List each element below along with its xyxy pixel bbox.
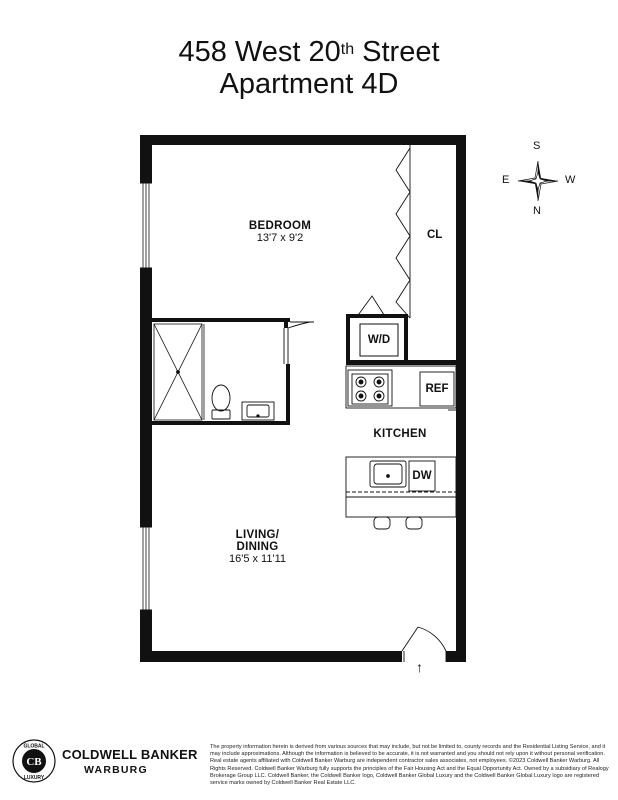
closet-label: CL bbox=[427, 229, 443, 241]
compass-label-top: S bbox=[533, 140, 541, 152]
entry-door bbox=[401, 626, 447, 662]
bedroom-dims: 13'7 x 9'2 bbox=[256, 232, 304, 244]
kitchen-label: KITCHEN bbox=[373, 428, 427, 440]
floor-plan bbox=[140, 135, 559, 662]
bedroom-label: BEDROOM 13'7 x 9'2 bbox=[220, 220, 340, 244]
logo-ring-bottom: LUXURY bbox=[24, 775, 45, 781]
title-street-prefix: 458 West 20 bbox=[178, 36, 341, 68]
living-name-line1: LIVING/ bbox=[235, 529, 280, 541]
window-living bbox=[140, 526, 152, 611]
window-bedroom bbox=[140, 182, 152, 269]
dishwasher-label: DW bbox=[412, 470, 432, 482]
bedroom-name: BEDROOM bbox=[248, 220, 312, 232]
compass-label-bottom: N bbox=[533, 205, 541, 217]
living-name-line2: DINING bbox=[236, 541, 279, 553]
title-line-2: Apartment 4D bbox=[219, 68, 399, 100]
refrigerator-label: REF bbox=[425, 383, 449, 395]
title-street-suffix: Street bbox=[354, 36, 440, 68]
living-dining-label: LIVING/ DINING 16'5 x 11'11 bbox=[200, 529, 315, 565]
vanity-sink bbox=[241, 401, 275, 421]
brand-subname: WARBURG bbox=[84, 764, 148, 776]
bathroom-door bbox=[283, 321, 314, 364]
coldwell-banker-logo: CB GLOBAL LUXURY bbox=[12, 739, 56, 783]
logo-ring-top: GLOBAL bbox=[23, 744, 44, 750]
bathroom-walls bbox=[152, 318, 290, 425]
svg-text:CB: CB bbox=[26, 756, 42, 768]
washer-dryer-label: W/D bbox=[367, 334, 391, 346]
legal-disclaimer: The property information herein is deriv… bbox=[210, 744, 609, 787]
laundry-closet bbox=[346, 295, 458, 365]
closet-doors bbox=[395, 145, 411, 319]
stove bbox=[351, 373, 389, 405]
title-superscript: th bbox=[340, 41, 355, 58]
kitchen-island bbox=[345, 456, 457, 530]
compass-label-left: E bbox=[502, 174, 510, 186]
compass-rose bbox=[517, 160, 559, 202]
shower bbox=[153, 323, 205, 421]
toilet bbox=[211, 384, 231, 420]
entry-arrow: ↑ bbox=[416, 659, 423, 675]
brand-name: COLDWELL BANKER bbox=[62, 747, 198, 762]
title-line-1: 458 West 20th Street bbox=[0, 36, 618, 69]
compass-label-right: W bbox=[565, 174, 576, 186]
outer-walls bbox=[140, 135, 466, 662]
living-dims: 16'5 x 11'11 bbox=[228, 553, 286, 565]
kitchen-counter bbox=[345, 365, 460, 411]
